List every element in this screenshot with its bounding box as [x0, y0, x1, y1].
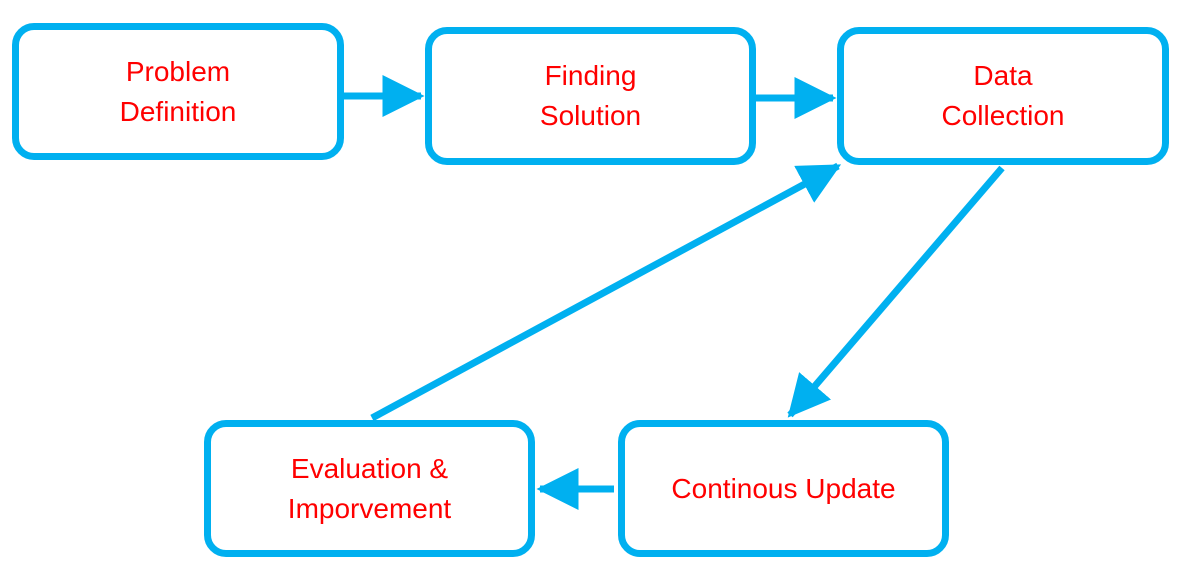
node-label: Evaluation & Imporvement: [287, 452, 452, 524]
node-label: Finding Solution: [539, 60, 642, 131]
node-evaluation-improvement: Evaluation & Imporvement: [204, 420, 535, 557]
node-label: Data Collection: [941, 60, 1065, 131]
node-data-collection: Data Collection: [837, 27, 1169, 165]
node-continous-update: Continous Update: [618, 420, 949, 557]
node-problem-definition: Problem Definition: [12, 23, 344, 160]
node-finding-solution: Finding Solution: [425, 27, 756, 165]
arrow-data-to-update: [787, 165, 1005, 418]
node-label: Continous Update: [671, 472, 896, 504]
node-label: Problem Definition: [119, 55, 237, 127]
arrow-evaluation-to-data: [370, 162, 842, 422]
